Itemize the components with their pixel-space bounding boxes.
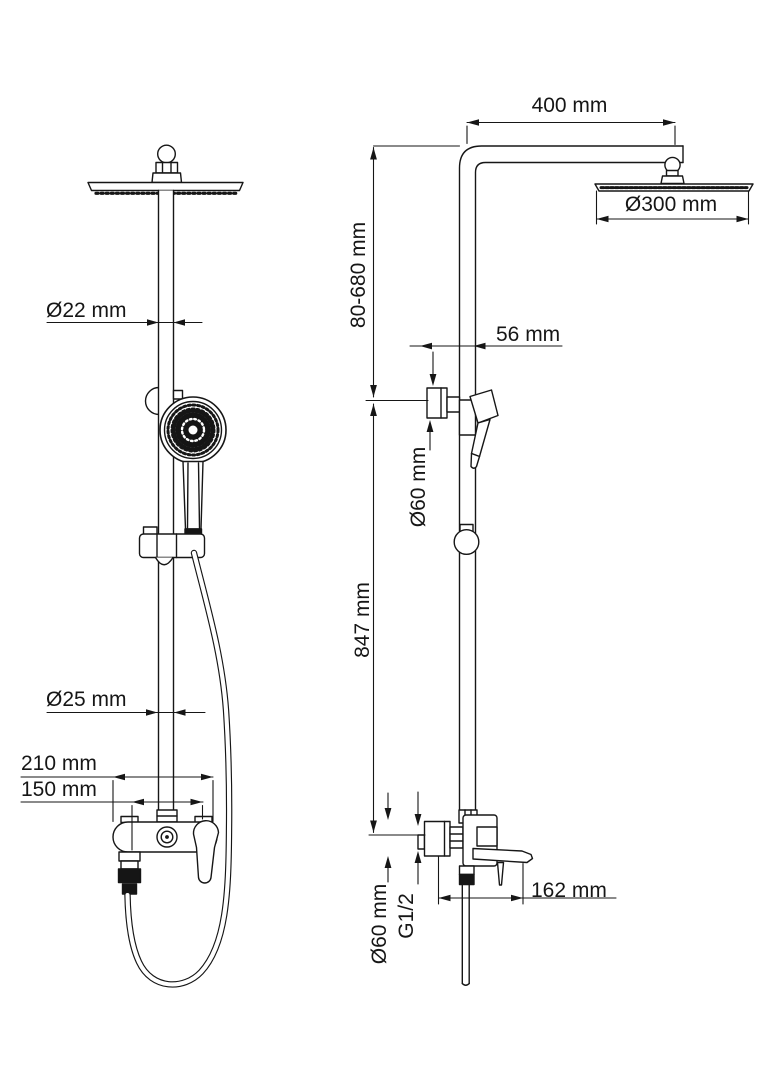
front-view <box>87 144 244 988</box>
riser-and-arm-side <box>458 145 684 811</box>
dim-head-diameter <box>595 190 750 225</box>
ball-joint-side <box>660 156 685 185</box>
dim-label-escutcheon-diameter: Ø60 mm <box>368 883 391 965</box>
dim-label-bracket-size: Ø60 mm <box>407 446 430 528</box>
dim-spout-reach <box>437 855 617 905</box>
dim-slider-range <box>365 145 461 402</box>
dim-bracket-offset <box>409 342 563 350</box>
hose-port-band <box>117 868 142 884</box>
dim-riser-length <box>368 403 426 836</box>
dim-label-spout-reach: 162 mm <box>531 879 607 902</box>
dim-pipe-top-diameter <box>46 319 203 326</box>
diverter-side <box>453 523 480 556</box>
mixer-front <box>112 809 220 895</box>
outlet-band <box>458 873 475 886</box>
handset-tip <box>470 452 481 469</box>
hose-nut <box>121 883 138 895</box>
cartridge-cap <box>476 826 498 847</box>
dim-label-riser-length: 847 mm <box>351 582 374 658</box>
lever-side <box>472 847 534 864</box>
holder-block <box>458 399 477 436</box>
dim-label-thread-size: G1/2 <box>395 893 418 939</box>
wall-stub <box>417 834 426 850</box>
dim-bracket-size <box>426 351 437 451</box>
outlet-connector <box>458 865 475 876</box>
dim-riser-diameter <box>46 709 206 716</box>
dim-label-riser-diameter: Ø25 mm <box>46 688 127 711</box>
dim-connection-spacing <box>20 798 204 851</box>
dim-body-width <box>20 773 214 823</box>
slide-bracket-side <box>426 387 499 469</box>
dim-label-connection-spacing: 150 mm <box>21 778 97 801</box>
dim-label-pipe-top-diameter: Ø22 mm <box>46 299 127 322</box>
mixer-lever <box>192 820 220 884</box>
dim-escutcheon-diameter <box>384 792 392 883</box>
dim-label-body-width: 210 mm <box>21 752 97 775</box>
dimension-lines <box>20 119 750 905</box>
dim-label-slider-range: 80-680 mm <box>347 221 370 329</box>
slide-bracket-front <box>138 526 206 566</box>
dim-thread-size <box>414 791 422 885</box>
shower-hose-front <box>124 549 233 988</box>
riser-pipe-front <box>157 189 175 812</box>
hose-port <box>118 851 141 862</box>
side-view <box>417 145 754 986</box>
overhead-shower-head-side <box>594 183 754 192</box>
dim-label-head-diameter: Ø300 mm <box>624 193 718 216</box>
handset-head-side <box>469 389 499 424</box>
holder-tab <box>172 389 184 400</box>
wall-plate <box>423 820 451 857</box>
dim-label-arm-length: 400 mm <box>531 94 608 117</box>
lever-blade <box>496 861 505 886</box>
ball-joint-front <box>151 144 183 184</box>
dim-label-bracket-offset: 56 mm <box>496 323 561 346</box>
hex-connector <box>449 826 464 849</box>
dim-arm-length <box>466 119 676 146</box>
